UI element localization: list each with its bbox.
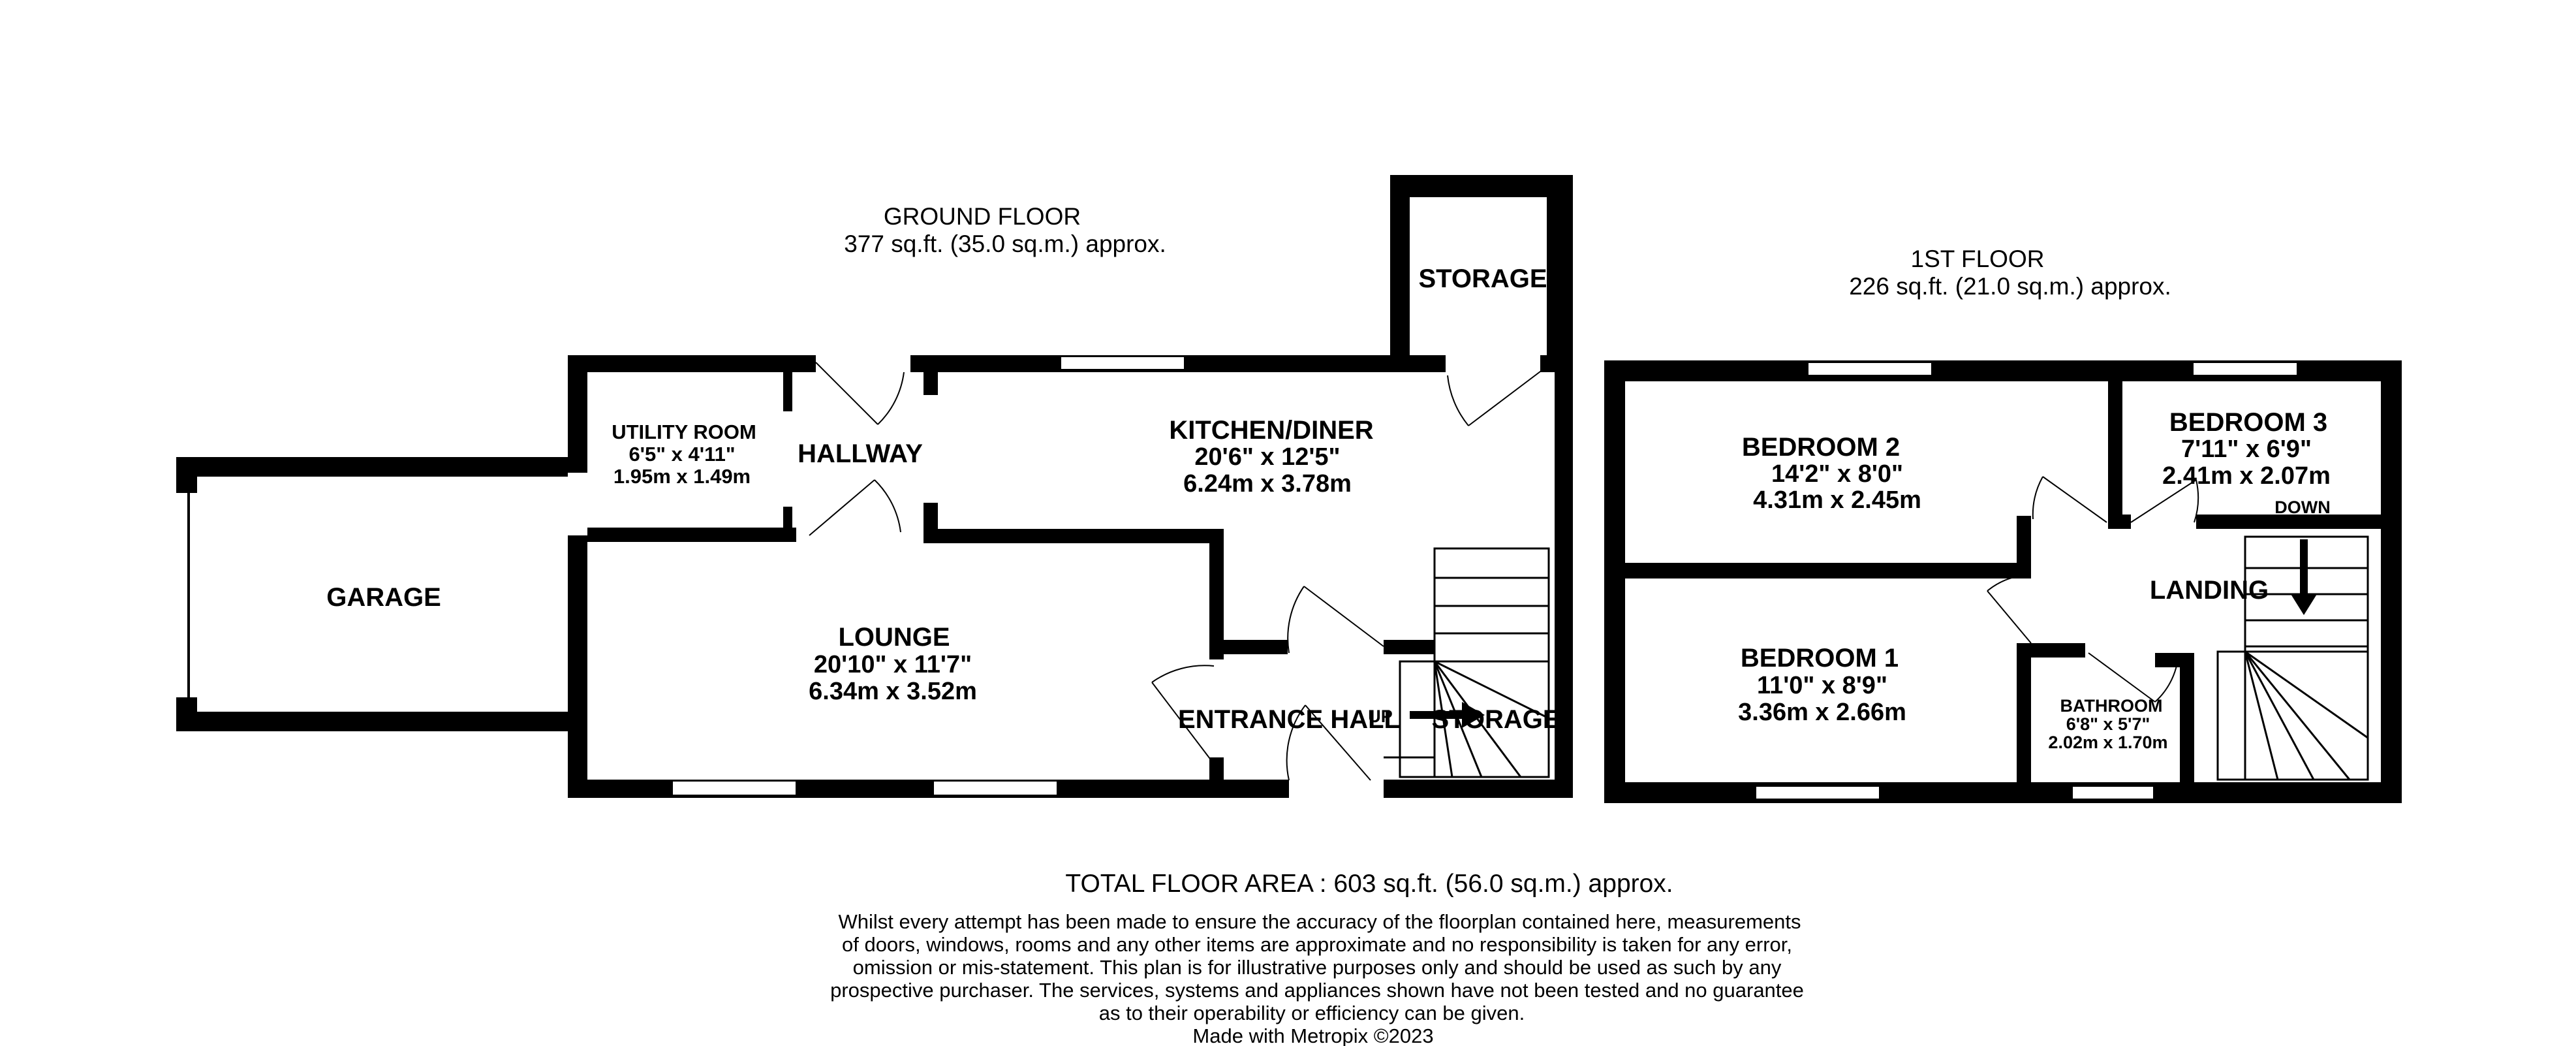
total-floor-area: TOTAL FLOOR AREA : 603 sq.ft. (56.0 sq.m… [1065,870,1673,898]
bedroom2-metric: 4.31m x 2.45m [1753,486,1921,514]
utility-room-imperial: 6'5" x 4'11" [628,443,735,466]
disclaimer: Whilst every attempt has been made to en… [830,910,1804,1046]
first-floor-walls [1604,360,2402,803]
storage-label: STORAGE [1418,264,1547,293]
utility-room-name: UTILITY ROOM [612,420,756,443]
utility-room-metric: 1.95m x 1.49m [613,465,751,488]
down-label: DOWN [2274,498,2330,517]
disclaimer-line-4: prospective purchaser. The services, sys… [830,979,1804,1002]
ground-floor-title: GROUND FLOOR [884,203,1081,230]
bedroom1-name: BEDROOM 1 [1741,644,1899,673]
bedroom1-imperial: 11'0" x 8'9" [1757,672,1887,699]
bathroom-name: BATHROOM [2060,696,2163,716]
kitchen-name: KITCHEN/DINER [1169,416,1373,445]
disclaimer-line-1: Whilst every attempt has been made to en… [838,910,1801,933]
lounge-name: LOUNGE [838,623,950,652]
storage-small-name: STORAGE [1431,705,1560,734]
kitchen-imperial: 20'6" x 12'5" [1194,443,1340,471]
disclaimer-line-3: omission or mis-statement. This plan is … [853,956,1782,979]
ground-floor-doors [809,362,1549,781]
bedroom2-imperial: 14'2" x 8'0" [1771,460,1903,488]
hallway-name: HALLWAY [798,439,923,468]
landing-name: LANDING [2150,576,2269,605]
first-floor-title: 1ST FLOOR [1911,246,2045,272]
bedroom3-imperial: 7'11" x 6'9" [2181,436,2312,463]
ground-floor-staircase [1384,547,1550,778]
up-label: UP [1368,706,1393,726]
bedroom3-metric: 2.41m x 2.07m [2162,462,2331,490]
entrance-hall-name: ENTRANCE HALL [1178,705,1400,734]
kitchen-metric: 6.24m x 3.78m [1183,470,1352,498]
bedroom1-metric: 3.36m x 2.66m [1738,699,1906,726]
metropix-credit: Made with Metropix ©2023 [1192,1024,1433,1046]
bedroom2-name: BEDROOM 2 [1742,433,1900,462]
first-floor-area: 226 sq.ft. (21.0 sq.m.) approx. [1849,273,2171,300]
first-floor-windows [1755,362,2298,800]
lounge-metric: 6.34m x 3.52m [809,678,977,705]
disclaimer-line-2: of doors, windows, rooms and any other i… [842,933,1792,956]
ground-floor-windows [672,356,1185,796]
bathroom-metric: 2.02m x 1.70m [2048,733,2167,752]
garage-name: GARAGE [326,583,441,612]
bathroom-imperial: 6'8" x 5'7" [2066,714,2150,734]
bedroom3-name: BEDROOM 3 [2169,408,2327,437]
lounge-imperial: 20'10" x 11'7" [814,651,972,678]
first-floor-staircase [2216,535,2369,781]
first-floor-doors [1987,476,2199,703]
disclaimer-line-5: as to their operability or efficiency ca… [1099,1002,1525,1024]
ground-floor-area: 377 sq.ft. (35.0 sq.m.) approx. [844,230,1166,257]
